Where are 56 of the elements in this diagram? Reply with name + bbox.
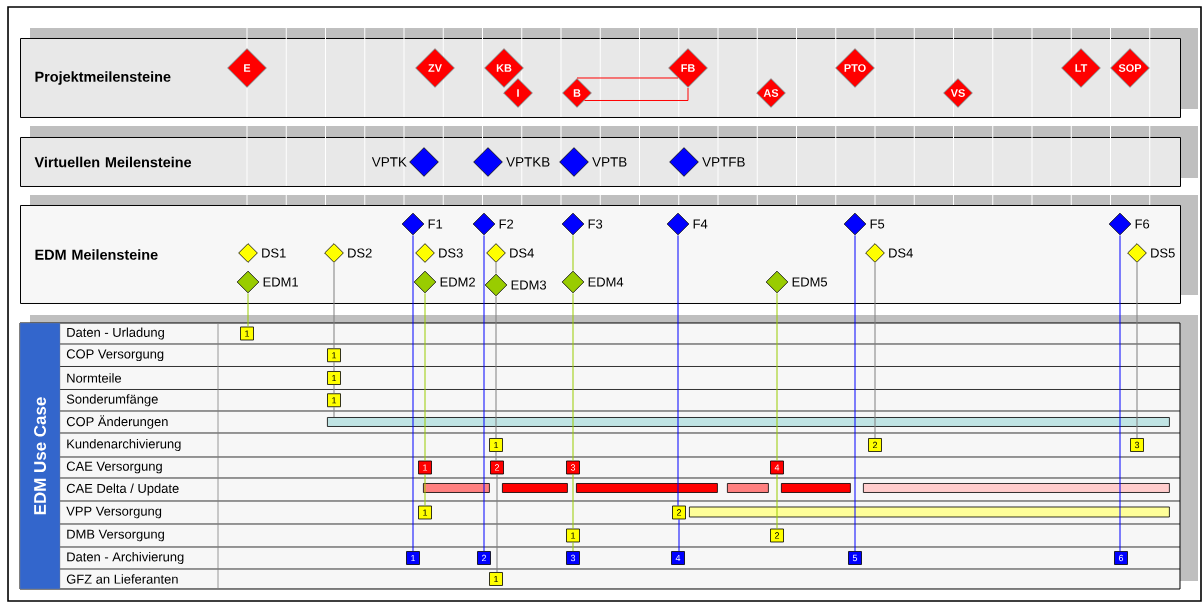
connector-line [496, 473, 498, 573]
milestone-label: F5 [870, 219, 885, 229]
milestone-label: F1 [428, 219, 443, 229]
connector-line [854, 234, 856, 552]
connector-line [333, 361, 335, 372]
connector-line [572, 292, 574, 462]
connector-line [776, 292, 778, 462]
connector-line [572, 473, 574, 530]
connector-line [495, 262, 497, 275]
connector-line [584, 87, 689, 101]
milestone-label: EDM2 [440, 277, 475, 287]
timeline-bar [863, 483, 1170, 493]
connector-line [495, 451, 497, 462]
timeline-bar [502, 483, 568, 493]
connector-line [1119, 234, 1121, 552]
timeline-bar [576, 483, 718, 493]
connector-line [412, 234, 414, 552]
milestone-label: DS4 [510, 248, 534, 258]
milestone-label: VPTK [371, 157, 407, 167]
connector-line [424, 473, 426, 507]
connector-line [333, 406, 335, 418]
connector-line [776, 473, 778, 530]
timeline-bar [327, 417, 1170, 427]
milestone-label: DS2 [348, 248, 372, 258]
milestone-label: EDM5 [792, 277, 828, 287]
timeline-bar [781, 483, 851, 493]
milestone-label: EDM1 [263, 277, 298, 287]
milestone-label: DS5 [1151, 248, 1175, 258]
connector-line [333, 262, 335, 349]
connector-line [874, 262, 876, 439]
connector-line [483, 234, 485, 552]
connector-line [677, 234, 679, 507]
timeline-bar [727, 483, 769, 493]
milestone-label: F2 [499, 219, 514, 229]
connector-line [572, 234, 574, 272]
milestone-label: F4 [693, 219, 708, 229]
milestone-label: VPTB [592, 157, 627, 167]
milestone-label: DS1 [262, 248, 286, 258]
milestone-label: F3 [588, 219, 603, 229]
connector-line [247, 292, 249, 328]
milestone-label: VPTKB [506, 157, 550, 167]
connector-line [424, 292, 426, 462]
connector-line [1136, 262, 1138, 439]
milestone-label: EDM3 [511, 280, 546, 290]
milestone-label: VPTFB [702, 157, 745, 167]
connector-line [572, 541, 574, 552]
milestone-label: F6 [1135, 219, 1150, 229]
timeline-bar [689, 506, 1170, 518]
connector-line [333, 384, 335, 394]
timeline-bar [423, 483, 490, 493]
milestone-label: DS4 [889, 248, 913, 258]
milestone-label: DS3 [439, 248, 463, 258]
milestone-label: EDM4 [588, 277, 624, 287]
category-band: EDM Use Case [19, 322, 61, 590]
connector-line [678, 518, 680, 552]
connector-line [495, 295, 497, 439]
